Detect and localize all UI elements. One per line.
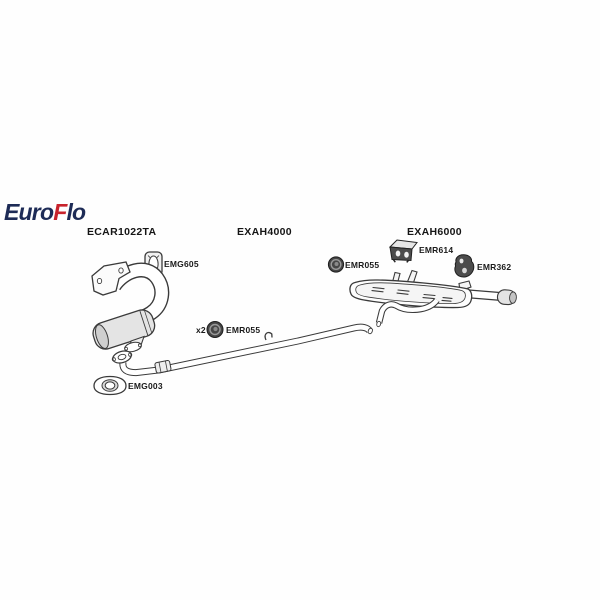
part-number-mount-emr055-mid: EMR055 — [226, 325, 261, 335]
logo-text-lo: lo — [66, 199, 86, 225]
tailpipe-tip — [496, 289, 517, 306]
front-pipe-drawing — [111, 323, 374, 377]
logo-text-euro: Euro — [4, 199, 54, 225]
emr614-bracket-icon — [388, 239, 418, 263]
rear-silencer-drawing — [349, 269, 517, 328]
part-number-gasket-emg003: EMG003 — [128, 381, 163, 391]
part-number-gasket-emg605: EMG605 — [164, 259, 199, 269]
part-number-rear-silencer: EXAH6000 — [407, 226, 462, 238]
silencer-emboss-slots — [371, 286, 453, 302]
emr362-mount-icon — [454, 254, 475, 278]
part-number-mount-emr362: EMR362 — [477, 262, 512, 272]
part-number-mount-emr055-rear: EMR055 — [345, 260, 380, 270]
part-number-bracket-emr614: EMR614 — [419, 245, 454, 255]
emr055-mount-icon-mid — [206, 321, 224, 338]
logo-text-f: F — [53, 199, 67, 225]
part-number-catalytic-converter: ECAR1022TA — [87, 226, 157, 238]
emg003-gasket-icon — [93, 375, 127, 396]
emr055-mount-icon-rear — [327, 256, 345, 273]
part-number-front-pipe: EXAH4000 — [237, 226, 292, 238]
catalytic-converter-drawing — [91, 261, 170, 353]
euroflo-logo: EuroFlo — [4, 199, 86, 226]
quantity-mount-emr055: x2 — [196, 325, 206, 335]
